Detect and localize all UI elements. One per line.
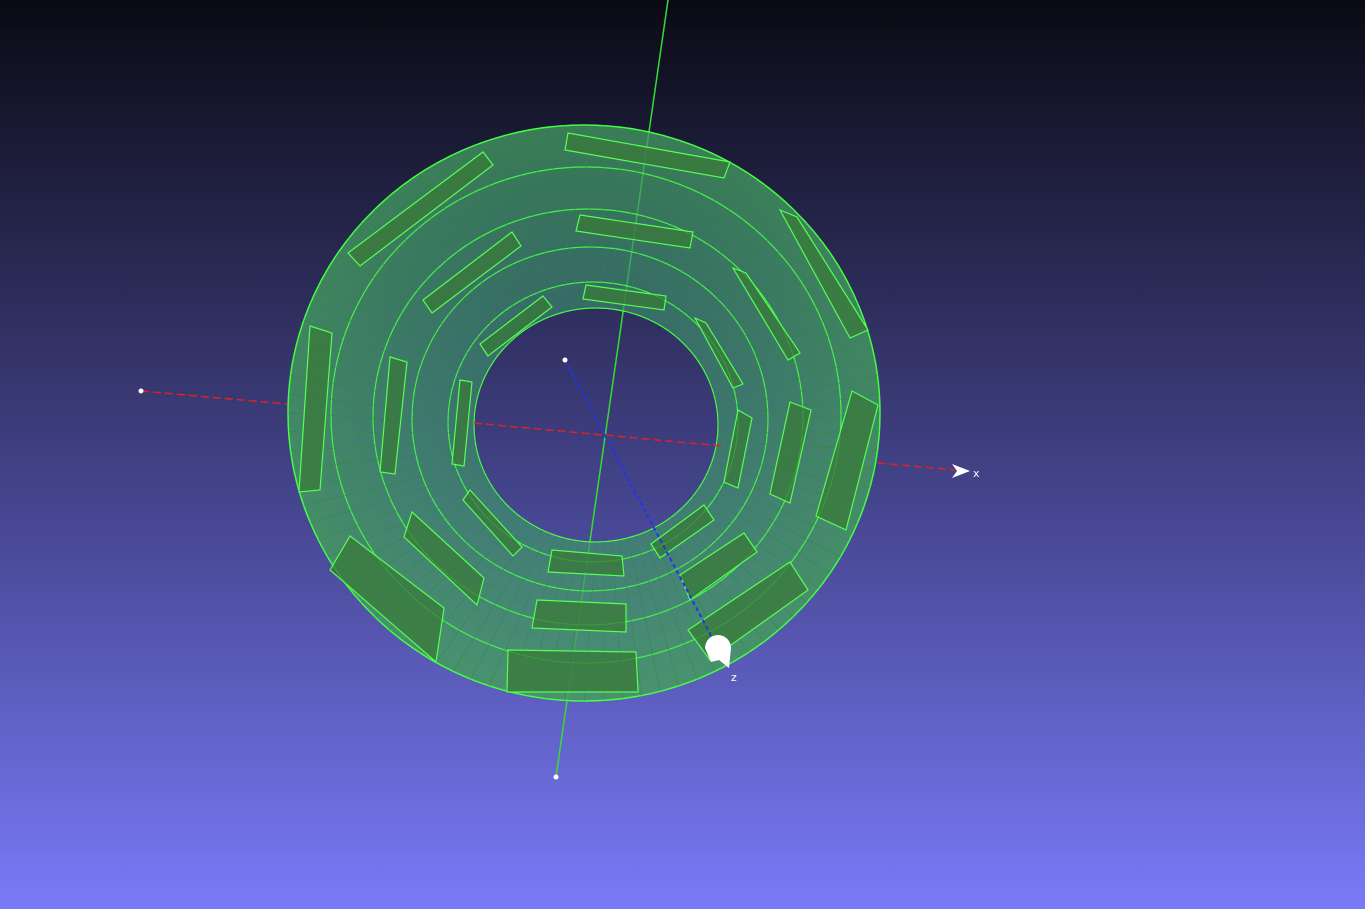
mesh-line — [705, 476, 850, 541]
z-axis-label: z — [731, 671, 737, 684]
mesh-line — [452, 529, 543, 672]
mesh-line — [337, 252, 495, 361]
mesh-line — [507, 134, 565, 313]
slot-inner-7 — [547, 549, 625, 577]
slot-mid-2 — [422, 231, 522, 314]
mesh-line — [488, 140, 558, 315]
mesh-line — [697, 489, 831, 574]
slot-inner-4 — [451, 379, 473, 467]
slot-inner-5 — [723, 409, 753, 489]
x-axis — [138, 388, 970, 478]
slot-inner-8 — [650, 504, 715, 559]
mesh-line — [564, 125, 589, 309]
slot-outer-1 — [564, 132, 731, 179]
mesh-line — [716, 375, 878, 410]
mesh-line — [676, 196, 780, 338]
slot-mid-1 — [575, 214, 694, 249]
mesh-line — [545, 127, 581, 310]
slot-inner-1 — [582, 284, 667, 311]
mesh-line — [318, 476, 487, 541]
slot-outer-7 — [506, 649, 639, 693]
mesh-line — [470, 532, 550, 680]
mesh-line — [327, 268, 491, 367]
slot-outer-5 — [815, 390, 879, 531]
mesh-line — [634, 535, 680, 686]
mesh-line — [303, 462, 481, 506]
mesh-line — [303, 320, 481, 388]
x-axis-label: x — [973, 467, 980, 480]
mesh-line — [663, 173, 749, 328]
slot-inner-2 — [479, 295, 553, 357]
mesh-line — [310, 302, 484, 381]
slot-outer-2 — [347, 151, 494, 267]
mesh-line — [692, 495, 819, 589]
slot-mid-6 — [403, 510, 485, 607]
slot-mid-4 — [379, 356, 408, 475]
mesh-line — [318, 285, 487, 374]
mesh-line — [656, 163, 733, 324]
mesh-line — [349, 237, 500, 355]
slot-inner-6 — [462, 489, 523, 557]
mesh-line — [470, 146, 550, 318]
x-axis-arrow-icon — [952, 464, 970, 478]
mesh-line — [526, 130, 573, 311]
z-axis — [562, 357, 731, 668]
slot-mid-3 — [731, 266, 801, 361]
slot-mid-7 — [531, 599, 627, 633]
mesh-line — [310, 469, 484, 524]
mesh-line — [715, 356, 875, 403]
slots — [298, 132, 879, 693]
slot-mid-5 — [769, 401, 812, 504]
mesh-line — [627, 537, 661, 692]
mesh-line — [642, 532, 698, 680]
mesh-line — [488, 535, 558, 686]
mesh-line — [670, 184, 765, 333]
slot-outer-3 — [778, 208, 869, 339]
slot-outer-6 — [329, 535, 445, 664]
slot-inner-3 — [693, 316, 744, 389]
slot-outer-4 — [298, 325, 333, 493]
mesh-line — [701, 483, 841, 558]
z-axis-arrow-icon — [705, 635, 731, 668]
